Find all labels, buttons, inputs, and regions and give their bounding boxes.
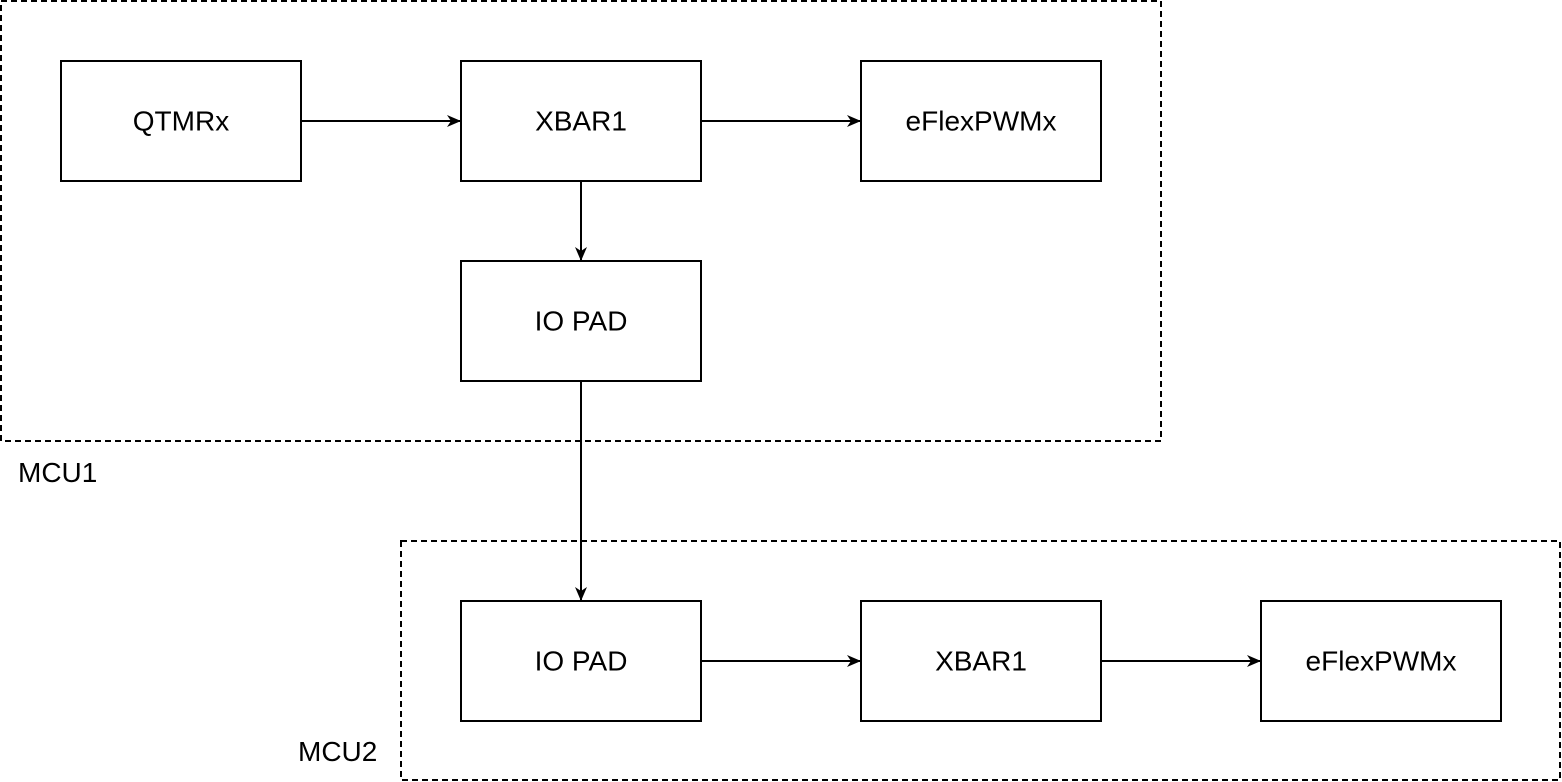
mcu1-iopad-label: IO PAD	[535, 306, 628, 337]
mcu2-xbar1-label: XBAR1	[935, 646, 1027, 677]
mcu1-eflexpwmx-label: eFlexPWMx	[906, 106, 1057, 137]
mcu2-xbar1-block: XBAR1	[860, 600, 1102, 722]
mcu2-iopad-block: IO PAD	[460, 600, 702, 722]
mcu1-iopad-block: IO PAD	[460, 260, 702, 382]
mcu1-qtmrx-block: QTMRx	[60, 60, 302, 182]
mcu1-group-label: MCU1	[18, 457, 97, 488]
mcu2-group-label: MCU2	[298, 736, 377, 767]
mcu1-qtmrx-label: QTMRx	[133, 106, 229, 137]
mcu1-eflexpwmx-block: eFlexPWMx	[860, 60, 1102, 182]
mcu2-iopad-label: IO PAD	[535, 646, 628, 677]
mcu2-eflexpwmx-label: eFlexPWMx	[1306, 646, 1457, 677]
mcu1-xbar1-label: XBAR1	[535, 106, 627, 137]
mcu1-xbar1-block: XBAR1	[460, 60, 702, 182]
mcu2-eflexpwmx-block: eFlexPWMx	[1260, 600, 1502, 722]
